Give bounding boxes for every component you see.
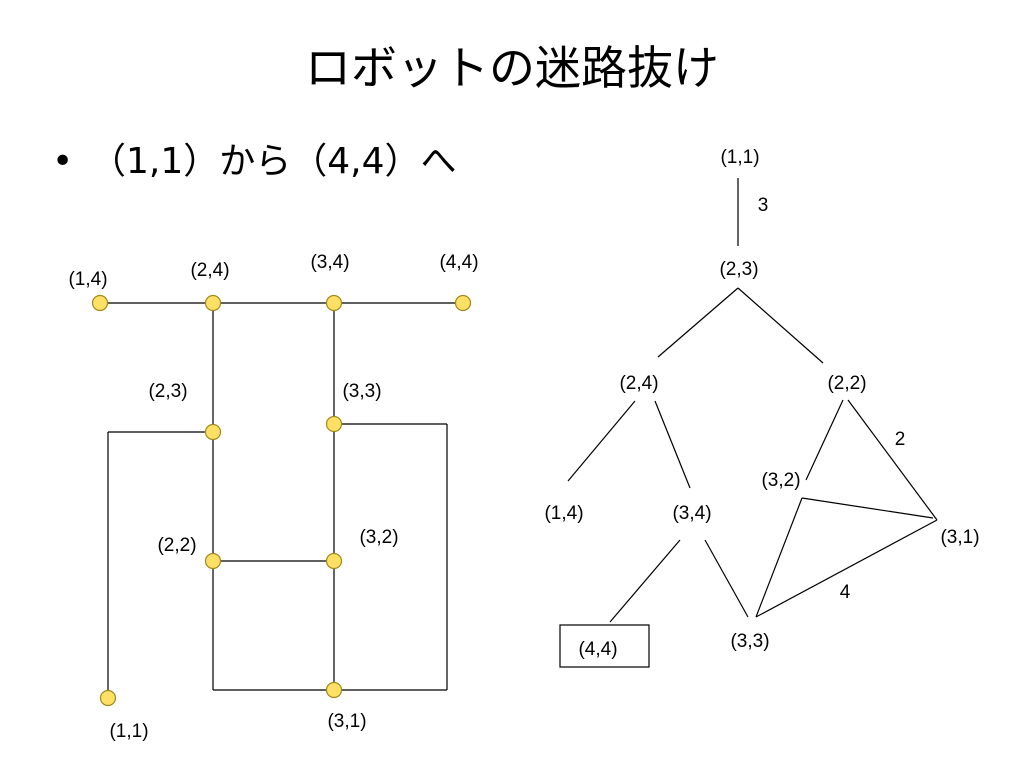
maze-label-3-4: (3,4): [310, 252, 349, 273]
goal-box: [559, 624, 650, 668]
tree-label-2-2: (2,2): [827, 373, 866, 394]
maze-node-3-2: [325, 552, 343, 570]
slide-title: ロボットの迷路抜け: [305, 41, 719, 95]
tree-edge-24-34: [654, 400, 691, 489]
maze-label-1-1: (1,1): [109, 721, 148, 742]
tree-edge-32-31: [801, 497, 934, 519]
tree-label-2-4: (2,4): [619, 373, 658, 394]
tree-label-1-4: (1,4): [544, 503, 583, 524]
tree-label-3-3: (3,3): [730, 631, 769, 652]
tree-edge-31-33: [755, 519, 938, 618]
tree-edge-24-14: [567, 400, 636, 482]
maze-label-2-4: (2,4): [190, 260, 229, 281]
maze-label-3-1: (3,1): [327, 711, 366, 732]
tree-label-4-4: (4,4): [578, 639, 617, 660]
edge-weight-2: 2: [895, 429, 906, 450]
tree-edge-22-31: [847, 399, 938, 521]
bullet-marker: •: [52, 141, 74, 182]
maze-label-3-2: (3,2): [359, 527, 398, 548]
maze-node-4-4: [454, 294, 472, 312]
maze-label-3-3: (3,3): [342, 381, 381, 402]
maze-label-4-4: (4,4): [439, 252, 478, 273]
maze-node-3-4: [325, 294, 343, 312]
tree-label-3-4: (3,4): [672, 503, 711, 524]
maze-diagram: (1,4) (2,4) (3,4) (4,4) (2,3) (3,3) (2,2…: [68, 252, 478, 742]
maze-label-2-2: (2,2): [157, 535, 196, 556]
tree-edge-23-24: [657, 287, 739, 358]
tree-label-2-3: (2,3): [719, 259, 758, 280]
tree-label-3-2: (3,2): [761, 470, 800, 491]
tree-edge-32-33: [755, 497, 803, 618]
maze-node-2-2: [204, 552, 222, 570]
tree-edge-22-32: [805, 399, 844, 481]
tree-label-1-1: (1,1): [720, 147, 759, 168]
tree-edge-23-22: [737, 287, 824, 364]
tree-edge-34-44: [609, 539, 681, 623]
maze-node-2-4: [204, 294, 222, 312]
tree-label-3-1: (3,1): [940, 527, 979, 548]
maze-node-1-4: [91, 294, 109, 312]
search-tree-diagram: (1,1) (2,3) (2,4) (2,2) (1,4) (3,4) (3,2…: [544, 147, 980, 668]
bullet-text: （1,1）から（4,4）へ: [90, 141, 457, 182]
tree-edge-34-33: [704, 539, 749, 618]
maze-node-3-3: [325, 415, 343, 433]
maze-node-2-3: [204, 423, 222, 441]
bullet-point: • （1,1）から（4,4）へ: [52, 138, 457, 186]
maze-node-1-1: [99, 689, 117, 707]
maze-node-3-1: [325, 681, 343, 699]
edge-weight-3: 3: [758, 195, 769, 216]
edge-weight-4: 4: [840, 582, 851, 603]
maze-label-2-3: (2,3): [148, 381, 187, 402]
maze-label-1-4: (1,4): [68, 269, 107, 290]
